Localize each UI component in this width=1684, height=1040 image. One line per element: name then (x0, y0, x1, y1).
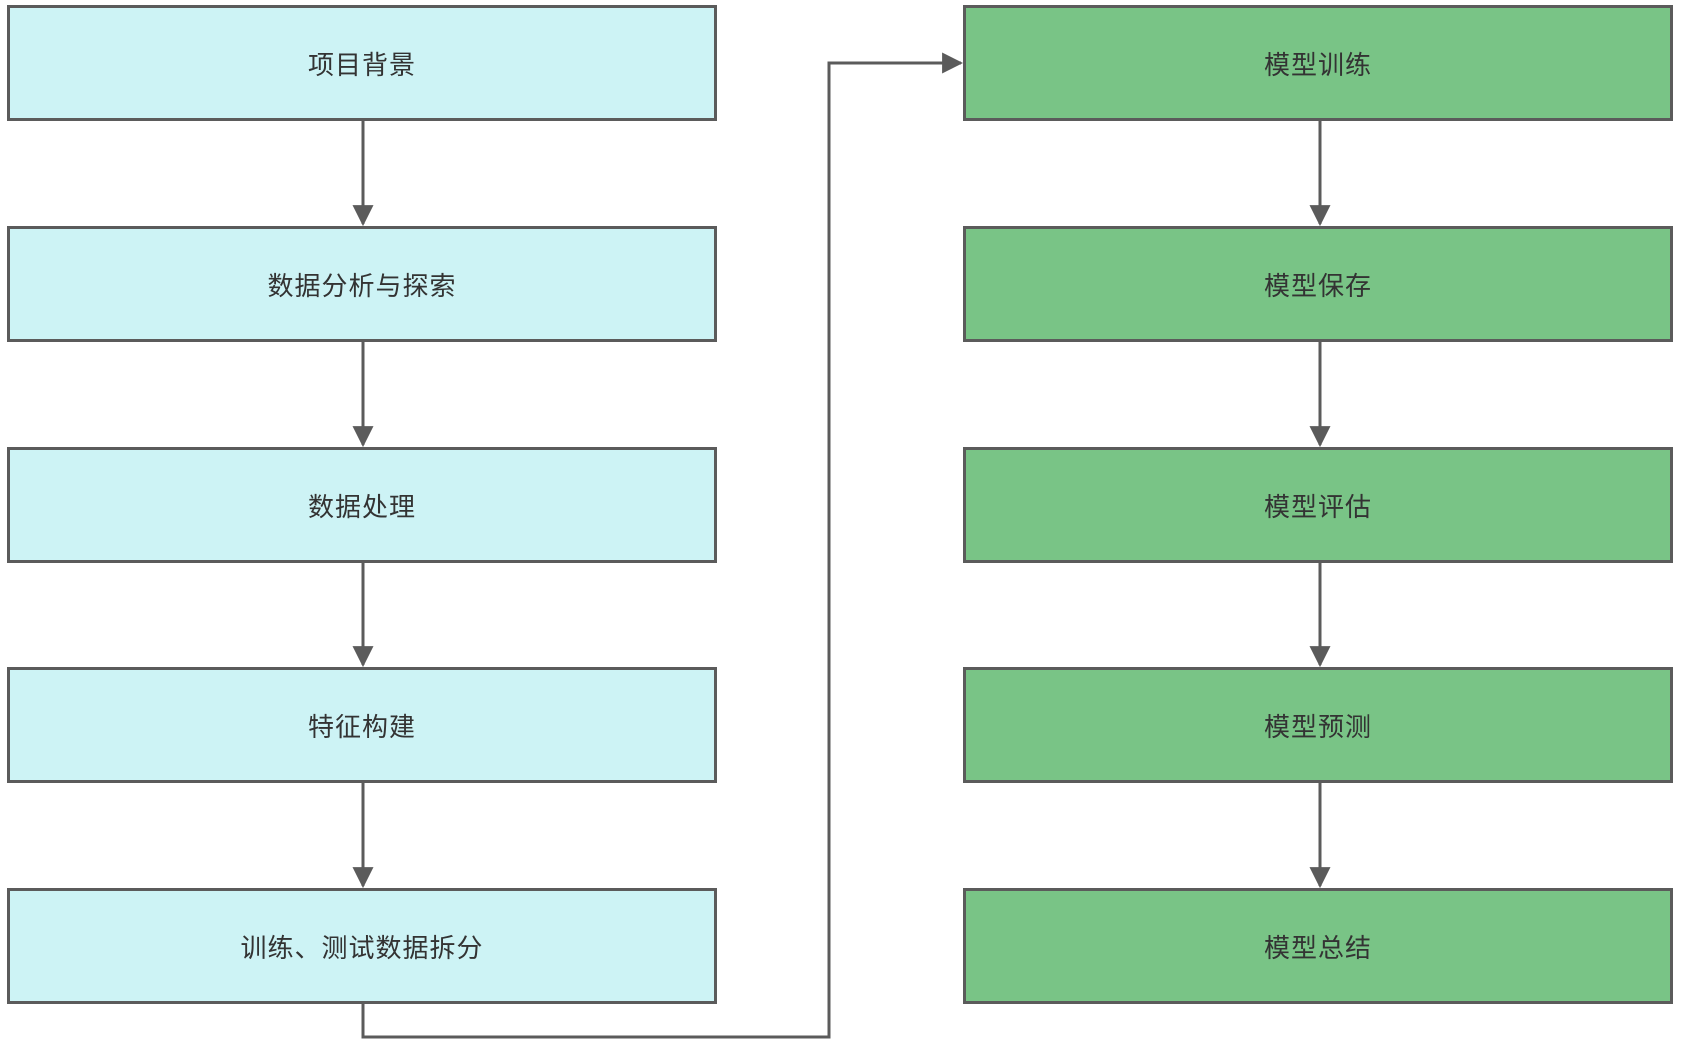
step-label: 模型预测 (1263, 712, 1372, 743)
step-label: 特征构建 (307, 712, 416, 743)
step-label: 模型训练 (1263, 50, 1372, 81)
step-model-evaluation: 模型评估 (963, 447, 1673, 563)
step-label: 模型总结 (1263, 933, 1372, 964)
step-model-training: 模型训练 (963, 5, 1673, 121)
step-label: 数据分析与探索 (267, 271, 457, 302)
step-label: 项目背景 (307, 50, 416, 81)
step-model-saving: 模型保存 (963, 226, 1673, 342)
step-feature-construction: 特征构建 (7, 667, 717, 783)
step-label: 模型保存 (1263, 271, 1372, 302)
step-model-prediction: 模型预测 (963, 667, 1673, 783)
step-data-processing: 数据处理 (7, 447, 717, 563)
step-label: 训练、测试数据拆分 (240, 933, 484, 964)
step-label: 数据处理 (307, 492, 416, 523)
step-project-background: 项目背景 (7, 5, 717, 121)
step-train-test-split: 训练、测试数据拆分 (7, 888, 717, 1004)
arrow-split-to-training (361, 52, 964, 1039)
step-label: 模型评估 (1263, 492, 1372, 523)
step-model-summary: 模型总结 (963, 888, 1673, 1004)
step-data-analysis-exploration: 数据分析与探索 (7, 226, 717, 342)
